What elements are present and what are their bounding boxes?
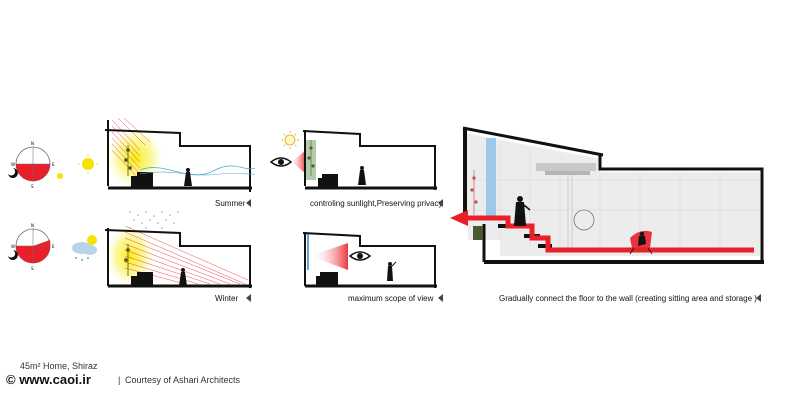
compass-summer: N S E W [11,141,55,189]
project-title: 45m² Home, Shiraz [20,361,98,371]
sun-icon [78,154,98,174]
plant-icon [124,145,132,176]
cloud-sun-icon [72,235,97,261]
rain-pattern [129,211,179,229]
winter-section [104,211,252,288]
large-section-drawing [450,126,764,264]
person-silhouette [358,166,366,185]
compass-east-label: E [52,244,55,249]
person-silhouette [179,268,187,286]
view-section [302,232,437,288]
moon-icon [8,168,18,178]
plant-icon [124,244,130,276]
compass-north-label: N [31,141,34,146]
compass-east-label: E [52,162,55,167]
compass-west-label: W [11,162,15,167]
person-seated [638,231,646,246]
sun-outline-icon [281,131,299,149]
compass-south-label: S [31,184,34,189]
caption-arrow-icon [246,199,251,207]
floor-wall-red-path [450,210,754,253]
caption-arrow-icon [438,294,443,302]
person-standing [514,196,531,226]
sunlight-privacy-section [269,130,437,190]
compass-winter: N S E W [11,223,55,271]
moon-icon [8,250,18,260]
compass-west-label: W [11,244,15,249]
caption-sunlight-privacy: controling sunlight,Preserving privacy [310,199,443,208]
eye-icon [348,251,372,261]
person-silhouette [387,261,397,281]
small-sun-icon [57,173,63,179]
site-credit: © www.caoi.ir [6,372,91,387]
caption-arrow-icon [438,199,443,207]
compass-south-label: S [31,266,34,271]
eye-icon [269,157,293,167]
caption-summer: Summer [215,199,246,208]
caption-arrow-icon [756,294,761,302]
person-silhouette [184,168,192,186]
caption-view: maximum scope of view [348,294,434,303]
credit-separator: | [118,375,121,385]
compass-north-label: N [31,223,34,228]
caption-arrow-icon [246,294,251,302]
caption-winter: Winter [215,294,239,303]
caption-section: Gradually connect the floor to the wall … [499,294,757,303]
summer-section [104,117,256,192]
courtesy-credit: Courtesy of Ashari Architects [125,375,241,385]
